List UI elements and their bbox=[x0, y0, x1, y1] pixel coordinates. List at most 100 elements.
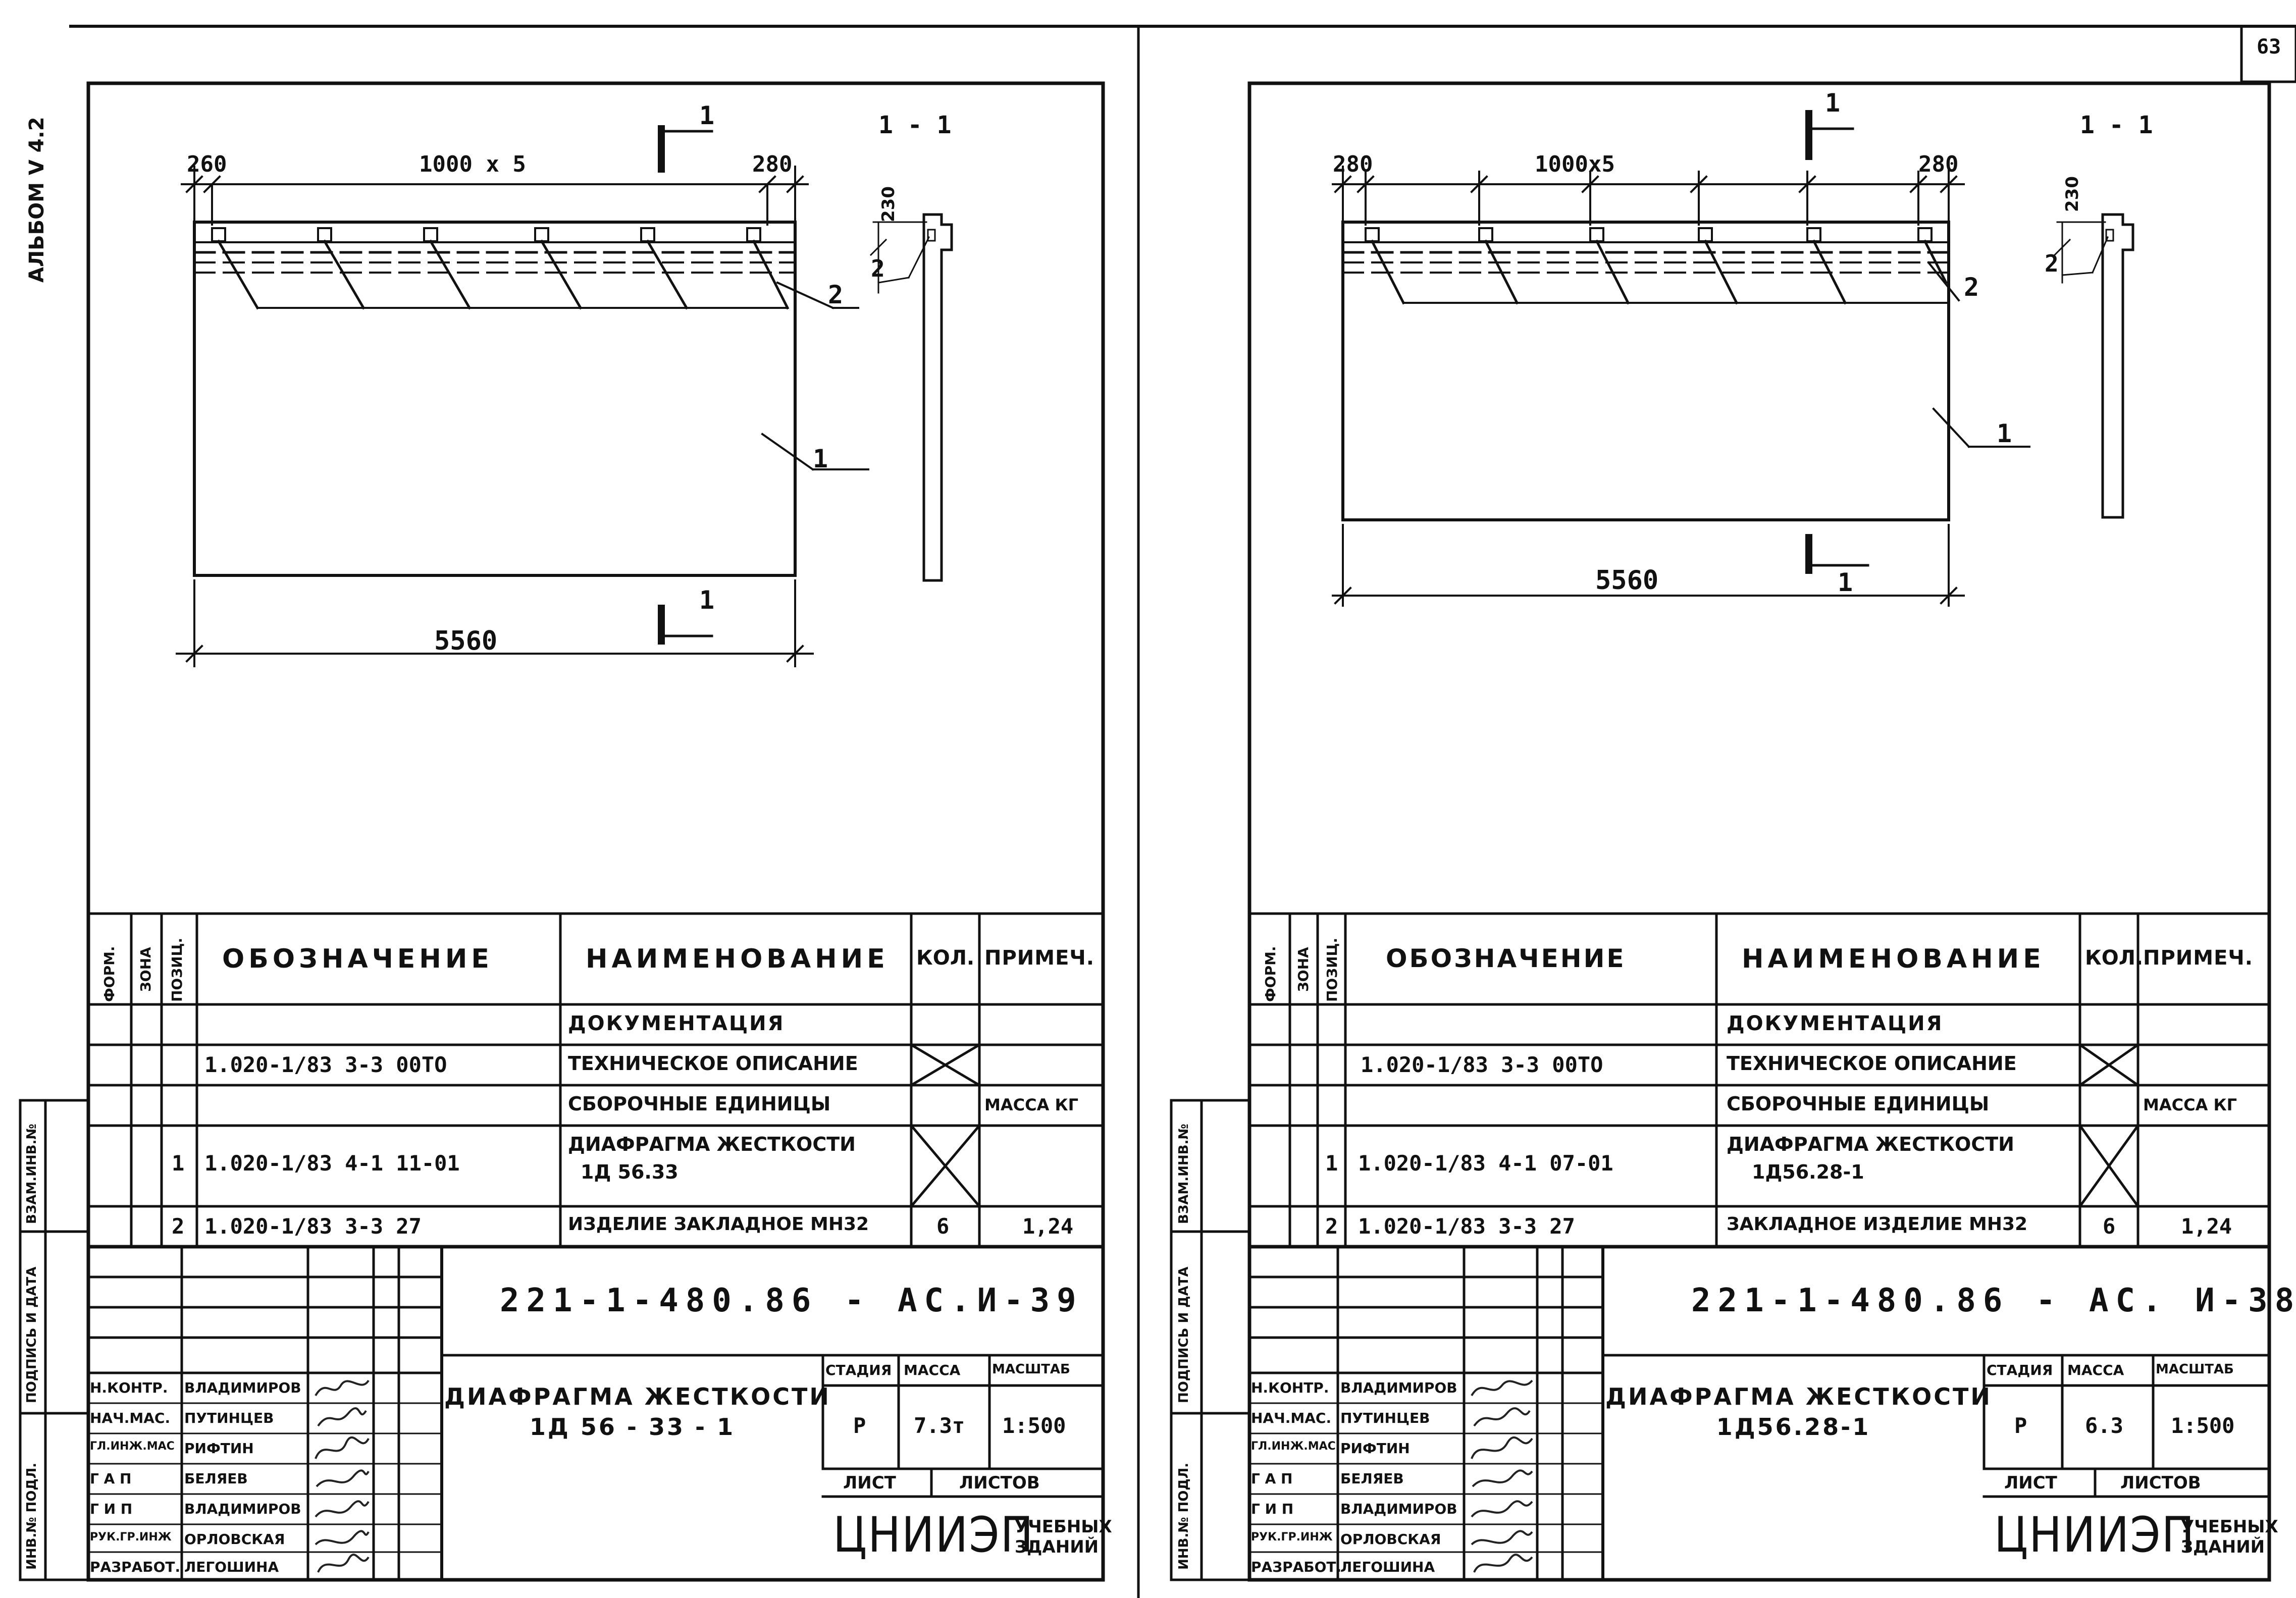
right-staff-name-0: ВЛАДИМИРОВ bbox=[1340, 1379, 1457, 1396]
right-dim-end-right: 280 bbox=[1918, 151, 1959, 177]
left-pos-label-2-section: 2 bbox=[871, 255, 885, 282]
left-dim-end-left: 260 bbox=[187, 151, 227, 177]
right-dim-modules: 1000x5 bbox=[1535, 151, 1615, 177]
left-hdr-qty: КОЛ. bbox=[916, 946, 975, 970]
left-staff-name-1: ПУТИНЦЕВ bbox=[184, 1410, 274, 1426]
left-title-line1: ДИАФРАГМА ЖЕСТКОСТИ bbox=[444, 1383, 831, 1410]
right-staff-name-6: ЛЕГОШИНА bbox=[1340, 1559, 1435, 1575]
left-dim-height: 230 bbox=[878, 186, 899, 222]
right-scale-label: МАСШТАБ bbox=[2156, 1362, 2234, 1377]
left-staff-role-0: Н.КОНТР. bbox=[90, 1379, 168, 1396]
right-staff-role-6: РАЗРАБОТ. bbox=[1251, 1559, 1342, 1575]
right-staff-role-2: ГЛ.ИНЖ.МАС bbox=[1251, 1440, 1336, 1453]
left-hdr-form: ФОРМ. bbox=[101, 946, 118, 1002]
right-pos-label-2-section: 2 bbox=[2045, 250, 2059, 277]
left-sheet-frame bbox=[19, 81, 1105, 1582]
right-row4-designation: 1.020-1/83 3-3 27 bbox=[1358, 1214, 1575, 1239]
right-staff-name-3: БЕЛЯЕВ bbox=[1340, 1470, 1404, 1487]
right-section-mark-bottom: 1 bbox=[1838, 568, 1853, 597]
right-staff-name-4: ВЛАДИМИРОВ bbox=[1340, 1501, 1457, 1517]
left-row3-pos: 1 bbox=[172, 1151, 185, 1176]
album-label: АЛЬБОМ V 4.2 bbox=[25, 117, 48, 283]
right-row4-note: 1,24 bbox=[2181, 1214, 2232, 1239]
right-hdr-pos: ПОЗИЦ. bbox=[1324, 937, 1340, 1002]
right-drawing-code: 221-1-480.86 - АС. И-38 bbox=[1691, 1282, 2296, 1319]
right-staff-name-1: ПУТИНЦЕВ bbox=[1340, 1410, 1430, 1426]
side-stamp-inv-right: ИНВ.№ ПОДЛ. bbox=[1176, 1462, 1191, 1570]
right-row1-designation: 1.020-1/83 3-3 00ТО bbox=[1361, 1052, 1603, 1077]
left-row4-note: 1,24 bbox=[1022, 1214, 1074, 1239]
side-stamp-sign: ПОДПИСЬ И ДАТА bbox=[24, 1266, 39, 1403]
right-signatures bbox=[1471, 1379, 1533, 1573]
left-org-main: ЦНИИЭП bbox=[833, 1507, 1034, 1563]
left-staff-name-2: РИФТИН bbox=[184, 1440, 254, 1457]
left-row4-qty: 6 bbox=[936, 1214, 950, 1239]
left-row1-designation: 1.020-1/83 3-3 00ТО bbox=[204, 1052, 447, 1077]
right-hdr-qty: КОЛ. bbox=[2085, 946, 2144, 970]
right-staff-role-1: НАЧ.МАС. bbox=[1251, 1410, 1332, 1426]
left-hdr-zone: ЗОНА bbox=[137, 947, 154, 992]
right-dim-end-left: 280 bbox=[1333, 151, 1373, 177]
right-row3-name: ДИАФРАГМА ЖЕСТКОСТИ bbox=[1727, 1133, 2014, 1155]
right-dim-total: 5560 bbox=[1595, 565, 1659, 596]
right-row3-designation: 1.020-1/83 4-1 07-01 bbox=[1358, 1151, 1613, 1176]
right-hdr-note: ПРИМЕЧ. bbox=[2143, 946, 2253, 970]
left-row3-name: ДИАФРАГМА ЖЕСТКОСТИ bbox=[568, 1133, 856, 1155]
left-row1-name: ТЕХНИЧЕСКОЕ ОПИСАНИЕ bbox=[568, 1052, 858, 1075]
side-stamp-vzam-right: ВЗАМ.ИНВ.№ bbox=[1176, 1124, 1191, 1224]
left-dim-modules: 1000 x 5 bbox=[419, 151, 526, 177]
left-staff-role-1: НАЧ.МАС. bbox=[90, 1410, 171, 1426]
left-staff-name-6: ЛЕГОШИНА bbox=[184, 1559, 279, 1575]
right-staff-role-4: Г И П bbox=[1251, 1501, 1294, 1517]
left-row4-name: ИЗДЕЛИЕ ЗАКЛАДНОЕ МН32 bbox=[568, 1214, 869, 1235]
right-staff-name-2: РИФТИН bbox=[1340, 1440, 1410, 1457]
right-row1-name: ТЕХНИЧЕСКОЕ ОПИСАНИЕ bbox=[1727, 1052, 2017, 1075]
left-org-sub1: УЧЕБНЫХ bbox=[1015, 1517, 1112, 1537]
left-section-mark-bottom: 1 bbox=[699, 585, 715, 615]
right-row0-name: ДОКУМЕНТАЦИЯ bbox=[1727, 1012, 1944, 1035]
page-number: 63 bbox=[2257, 35, 2281, 59]
left-scale-value: 1:500 bbox=[1002, 1413, 1066, 1438]
left-staff-role-3: Г А П bbox=[90, 1470, 132, 1487]
right-row3-name2: 1Д56.28-1 bbox=[1752, 1161, 1864, 1183]
left-row4-pos: 2 bbox=[172, 1214, 185, 1239]
left-row2-name: СБОРОЧНЫЕ ЕДИНИЦЫ bbox=[568, 1093, 831, 1115]
left-section-view-label: 1 - 1 bbox=[878, 111, 952, 139]
left-dim-end-right: 280 bbox=[752, 151, 793, 177]
right-row4-pos: 2 bbox=[1325, 1214, 1338, 1239]
left-row2-note: МАССА КГ bbox=[984, 1095, 1079, 1114]
right-sheets-label: ЛИСТОВ bbox=[2120, 1473, 2201, 1493]
left-staff-role-5: РУК.ГР.ИНЖ bbox=[90, 1531, 172, 1543]
left-stage-label: СТАДИЯ bbox=[825, 1362, 892, 1378]
right-scale-value: 1:500 bbox=[2171, 1413, 2235, 1438]
right-staff-role-5: РУК.ГР.ИНЖ bbox=[1251, 1531, 1333, 1543]
left-row4-designation: 1.020-1/83 3-3 27 bbox=[204, 1214, 422, 1239]
left-mass-label: МАССА bbox=[904, 1362, 961, 1378]
right-stage-label: СТАДИЯ bbox=[1987, 1362, 2053, 1378]
right-org-sub1: УЧЕБНЫХ bbox=[2181, 1517, 2278, 1537]
left-hdr-designation: ОБОЗНАЧЕНИЕ bbox=[222, 944, 493, 974]
right-row3-pos: 1 bbox=[1325, 1151, 1338, 1176]
right-staff-role-3: Г А П bbox=[1251, 1470, 1293, 1487]
right-section-mark-top: 1 bbox=[1825, 88, 1841, 118]
left-hdr-note: ПРИМЕЧ. bbox=[984, 946, 1094, 970]
left-staff-role-4: Г И П bbox=[90, 1501, 133, 1517]
right-sheet-label: ЛИСТ bbox=[2004, 1473, 2057, 1493]
right-pos-label-2: 2 bbox=[1964, 273, 1979, 302]
side-stamp-inv: ИНВ.№ ПОДЛ. bbox=[24, 1462, 39, 1570]
right-hdr-zone: ЗОНА bbox=[1295, 947, 1312, 992]
left-stage-value: Р bbox=[853, 1413, 866, 1438]
left-row3-name2: 1Д 56.33 bbox=[581, 1161, 679, 1183]
left-mass-value: 7.3т bbox=[914, 1413, 965, 1438]
right-mass-label: МАССА bbox=[2067, 1362, 2124, 1378]
right-row2-note: МАССА КГ bbox=[2143, 1095, 2237, 1114]
right-pos-label-1: 1 bbox=[1997, 419, 2012, 448]
left-staff-name-0: ВЛАДИМИРОВ bbox=[184, 1379, 301, 1396]
left-pos-label-2: 2 bbox=[828, 280, 844, 309]
left-org-sub2: ЗДАНИЙ bbox=[1015, 1537, 1099, 1557]
right-row4-name: ЗАКЛАДНОЕ ИЗДЕЛИЕ МН32 bbox=[1727, 1214, 2028, 1235]
left-hdr-name: НАИМЕНОВАНИЕ bbox=[586, 944, 889, 974]
right-title-line2: 1Д56.28-1 bbox=[1716, 1413, 1871, 1441]
right-staff-name-5: ОРЛОВСКАЯ bbox=[1340, 1531, 1441, 1548]
